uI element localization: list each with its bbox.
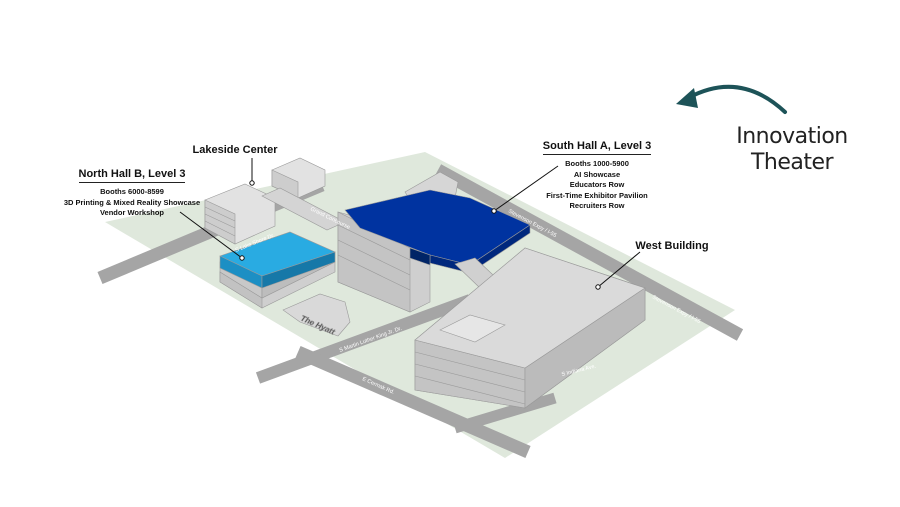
north-hall-line-1: Booths 6000-8599 <box>100 187 164 196</box>
lakeside-marker <box>249 180 255 186</box>
south-hall-line-1: Booths 1000-5900 <box>565 159 629 168</box>
lakeside-center-building <box>204 157 346 245</box>
south-hall-marker <box>491 208 497 214</box>
road-mlk <box>255 294 473 384</box>
lakeside-center-label: Lakeside Center <box>180 140 290 158</box>
north-hall-marker <box>239 255 245 261</box>
lakeside-center-title: Lakeside Center <box>192 144 278 156</box>
curved-arrow-left-icon <box>676 84 787 114</box>
road-cermak <box>295 346 531 458</box>
title-line-2: Theater <box>750 150 834 175</box>
south-hall-line-4: First-Time Exhibitor Pavilion <box>546 190 648 200</box>
north-hall-title: North Hall B, Level 3 <box>78 168 186 183</box>
west-building-label: West Building <box>622 236 722 254</box>
west-building <box>414 247 646 409</box>
south-hall-title: South Hall A, Level 3 <box>542 140 652 155</box>
road-east <box>453 392 557 434</box>
south-hall-line-2: AI Showcase <box>573 169 621 179</box>
innovation-theater-title: Innovation Theater <box>722 124 862 176</box>
west-building-marker <box>595 284 601 290</box>
west-building-title: West Building <box>635 240 709 252</box>
road-stevenson <box>434 164 744 341</box>
north-hall-line-3: Vendor Workshop <box>99 208 165 217</box>
south-hall-label: South Hall A, Level 3 Booths 1000-5900 A… <box>532 136 662 212</box>
south-hall-line-3: Educators Row <box>569 180 625 189</box>
south-hall-line-5: Recruiters Row <box>569 201 625 210</box>
leader-lines <box>179 158 641 290</box>
north-hall-label: North Hall B, Level 3 Booths 6000-8599 3… <box>48 164 216 219</box>
north-hall-line-2: 3D Printing & Mixed Reality Showcase <box>63 197 201 207</box>
north-hall-building <box>219 231 336 309</box>
title-line-1: Innovation <box>736 124 848 149</box>
